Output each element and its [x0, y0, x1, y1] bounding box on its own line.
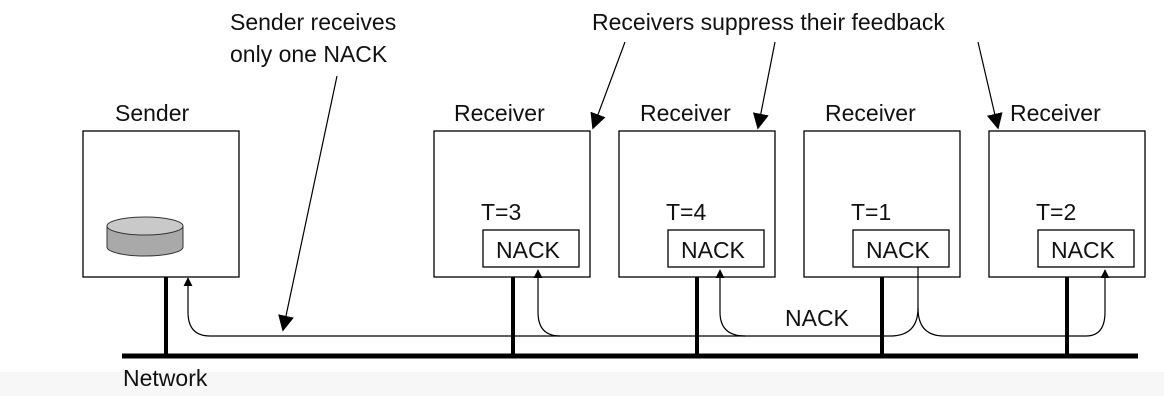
- receiver-2-note-pointer: [752, 41, 776, 130]
- database-icon: [106, 216, 184, 257]
- background-band: [0, 372, 1164, 396]
- timer-label: T=2: [1036, 199, 1076, 225]
- sender-note-line1: Sender receives: [230, 9, 396, 35]
- receiver-1-note-pointer: [590, 41, 626, 130]
- sender-note-pointer: [278, 75, 338, 332]
- receiver-4-note-pointer: [977, 41, 1003, 130]
- timer-label: T=4: [666, 199, 706, 225]
- nack-box: [1037, 229, 1135, 268]
- network-label: Network: [123, 365, 208, 391]
- nack-label: NACK: [1051, 237, 1116, 263]
- nack-box: [667, 229, 765, 268]
- receivers-note: Receivers suppress their feedback: [592, 9, 945, 35]
- receiver-node: Receiver T=1 NACK: [803, 100, 961, 278]
- receiver-label: Receiver: [454, 100, 545, 126]
- sender-note-line2: only one NACK: [230, 41, 388, 67]
- timer-label: T=3: [481, 199, 521, 225]
- nack-label: NACK: [681, 237, 746, 263]
- timer-label: T=1: [851, 199, 891, 225]
- receiver-label: Receiver: [825, 100, 916, 126]
- nack-box: [482, 229, 580, 268]
- receiver-node: Receiver T=2 NACK: [988, 100, 1146, 278]
- sender-node: Sender: [82, 100, 240, 278]
- nack-label: NACK: [496, 237, 561, 263]
- nack-multicast-paths: [183, 267, 1110, 337]
- receiver-label: Receiver: [1010, 100, 1101, 126]
- receiver-node: Receiver T=4 NACK: [618, 100, 776, 278]
- multicast-nack-label: NACK: [785, 305, 850, 331]
- nack-box: [852, 229, 950, 268]
- receiver-node: Receiver T=3 NACK: [433, 100, 591, 278]
- receiver-label: Receiver: [640, 100, 731, 126]
- nack-label: NACK: [866, 237, 931, 263]
- network-taps: [164, 277, 1069, 356]
- sender-label: Sender: [115, 100, 190, 126]
